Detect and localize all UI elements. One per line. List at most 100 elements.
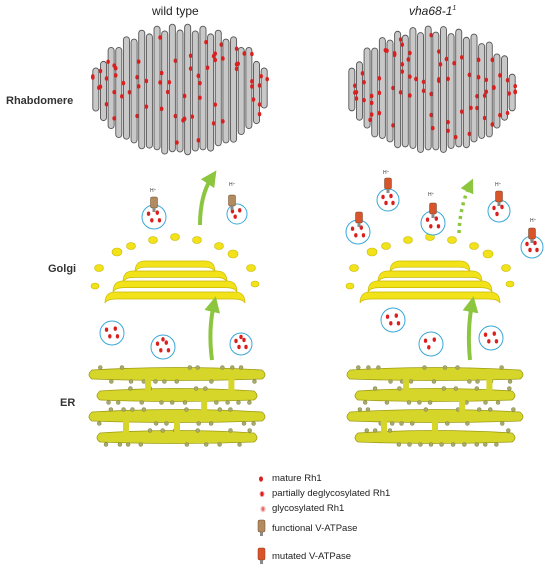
golgi-vesicle (403, 236, 413, 244)
mature-rh1-dot (421, 79, 426, 85)
mature-rh1-dot (414, 76, 418, 82)
microvillus (100, 60, 107, 122)
mutant-title: vha68-11 (409, 4, 456, 18)
mature-rh1-dot (257, 83, 262, 88)
golgi-cisterna (112, 280, 238, 293)
mature-rh1-dot (431, 125, 435, 131)
mature-rh1-dot (362, 97, 366, 103)
microvillus (401, 34, 409, 148)
ribosome (366, 365, 371, 370)
mature-rh1-dot (204, 39, 208, 45)
golgi-cisterna (389, 260, 471, 273)
ribosome (252, 379, 257, 384)
ribosome (196, 421, 201, 426)
vesicle (150, 334, 176, 360)
ribosome (184, 442, 190, 447)
mature-rh1-dot (513, 83, 517, 89)
ribosome (160, 428, 165, 433)
rh1-dot (423, 338, 428, 343)
mature-rh1-dot (136, 59, 141, 64)
er-junction (174, 418, 180, 439)
ribosome (174, 379, 179, 384)
mature-rh1-dot (219, 42, 224, 47)
rh1-dot (155, 341, 160, 346)
ribosome (128, 386, 133, 391)
mature-rh1-dot (159, 70, 164, 76)
golgi-cisterna (367, 280, 493, 293)
mutated-v-atpase-icon (384, 177, 392, 193)
vesicle (226, 203, 248, 225)
mature-rh1-dot (221, 56, 225, 61)
proton-label: H⁺ (530, 218, 537, 224)
ribosome (153, 379, 158, 384)
mature-rh1-dot (444, 56, 449, 62)
mature-rh1-dot (234, 66, 239, 72)
ribosome (474, 386, 480, 391)
ribosome (141, 407, 147, 412)
mature-rh1-dot (182, 116, 187, 122)
mature-rh1-dot (377, 76, 382, 81)
mature-rh1-dot (490, 122, 495, 127)
rh1-dot (164, 340, 168, 345)
mature-rh1-dot (400, 62, 405, 67)
rh1-dot (425, 217, 430, 222)
ribosome (388, 379, 393, 384)
legend-icons (257, 476, 266, 564)
er-junction (459, 397, 466, 418)
rh1-dot (394, 313, 398, 318)
golgi-vesicle (250, 280, 260, 288)
mature-rh1-dot (112, 89, 116, 95)
microvillus (168, 23, 176, 153)
ribosome (106, 400, 111, 405)
mature-rh1-dot (400, 42, 405, 47)
vesicle (141, 204, 167, 230)
golgi-label: Golgi (48, 263, 77, 275)
ribosome (193, 386, 199, 391)
mature-rh1-dot (136, 84, 141, 89)
rhabdomere-label: Rhabdomere (6, 95, 74, 107)
rh1-dot (381, 194, 385, 200)
mature-rh1-dot (469, 105, 473, 111)
mature-rh1-dot (257, 111, 262, 117)
ribosome (128, 379, 134, 384)
mature-rh1-dot (360, 71, 365, 76)
rh1-dot (146, 211, 151, 216)
ribosome (372, 386, 378, 391)
mature-rh1-dot (173, 58, 178, 64)
ribosome (506, 428, 511, 433)
mature-rh1-dot (144, 104, 149, 109)
microvillus (470, 33, 478, 143)
rh1-dot (492, 331, 496, 336)
mature-rh1-dot (505, 110, 510, 116)
mature-rh1-dot (467, 72, 472, 78)
mature-rh1-dot (173, 113, 178, 119)
ribosome (362, 400, 368, 405)
er-tubule (96, 388, 258, 402)
ribosome (399, 421, 404, 426)
golgi-vesicle (227, 249, 239, 259)
rh1-dot (429, 224, 433, 229)
golgi-vesicle (170, 233, 180, 241)
mature-rh1-dot (265, 76, 270, 82)
rh1-dot (115, 334, 120, 339)
rh1-dot (350, 226, 355, 231)
mature-rh1-dot (221, 119, 225, 124)
wild-type-golgi (90, 233, 260, 304)
golgi-vesicle (505, 280, 515, 288)
wild-type-rhabdomere (91, 23, 270, 156)
mutant-er (346, 365, 524, 447)
ribosome (162, 379, 167, 384)
ribosome (97, 421, 102, 426)
ribosome (184, 407, 189, 412)
rh1-dot (396, 321, 401, 326)
ribosome (115, 400, 121, 405)
ribosome (407, 442, 412, 447)
er-junction (486, 376, 493, 397)
mature-rh1-dot (391, 123, 395, 128)
mature-rh1-dot (158, 80, 162, 85)
mature-rh1-dot (498, 73, 502, 78)
mature-rh1-dot (259, 73, 263, 79)
mature-rh1-dot (213, 57, 218, 63)
microvillus (130, 38, 138, 144)
vesicle (420, 210, 446, 236)
